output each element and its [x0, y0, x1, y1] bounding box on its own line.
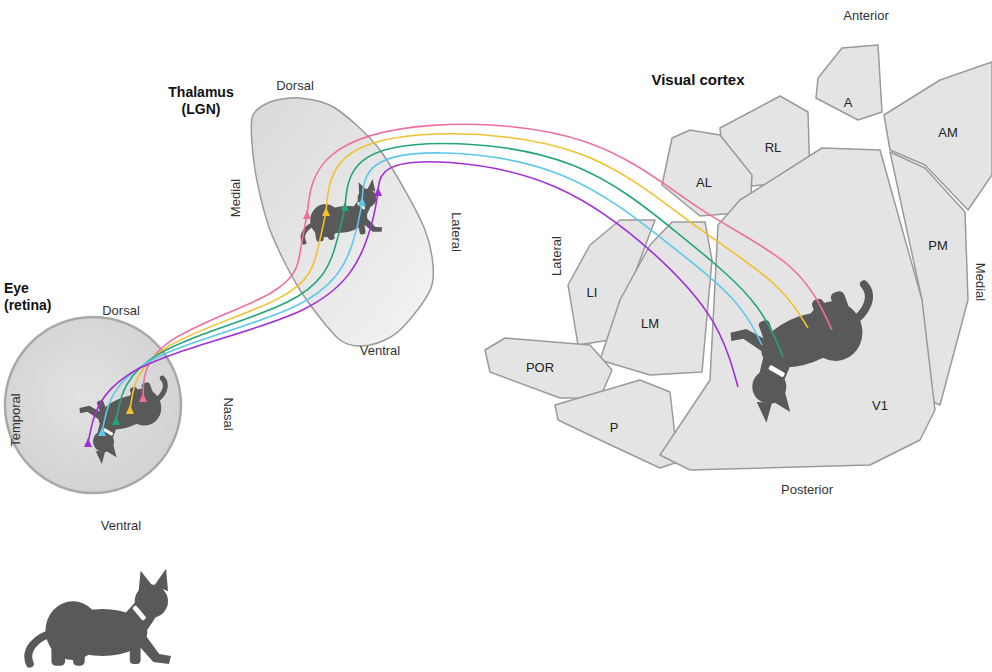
structure-heading: Eye (retina) — [4, 280, 68, 314]
cortical-area: AM — [884, 62, 992, 210]
orientation-label: Anterior — [843, 8, 889, 24]
orientation-label: Dorsal — [102, 303, 140, 319]
eye-outline — [5, 317, 181, 493]
cortical-area: LM — [600, 222, 712, 375]
area-outline — [816, 45, 882, 120]
area-outline — [251, 98, 433, 346]
shape-outline — [4, 316, 182, 494]
area-name: A — [844, 95, 853, 111]
orientation-label: Ventral — [101, 518, 141, 534]
reference-cat — [28, 569, 171, 666]
area-name: PM — [928, 238, 948, 254]
cortical-area: RL — [720, 96, 810, 186]
area-name: AL — [696, 175, 712, 191]
orientation-label: Temporal — [8, 393, 24, 446]
eye-circle: Eye (retina) — [4, 316, 182, 494]
orientation-label: Dorsal — [276, 78, 314, 94]
neuron-marker — [358, 197, 366, 206]
orientation-label: Ventral — [360, 343, 400, 359]
orientation-label: Lateral — [549, 236, 565, 276]
shape-outline — [890, 152, 968, 405]
shape-outline — [662, 130, 752, 216]
orientation-label: Lateral — [448, 212, 464, 252]
cortical-area: P — [555, 380, 678, 468]
area-name: P — [610, 420, 619, 436]
area-outline — [485, 338, 612, 398]
orientation-label: Medial — [228, 179, 244, 217]
lgn-shape: Thalamus (LGN) — [252, 98, 432, 345]
shape-outline — [660, 148, 935, 470]
area-name: POR — [526, 360, 554, 376]
area-outline — [660, 148, 935, 470]
orientation-label: Medial — [972, 263, 988, 301]
area-name: V1 — [872, 398, 888, 414]
area-name: LI — [587, 285, 598, 301]
neuron-marker — [322, 207, 330, 216]
cortical-area: A — [816, 45, 882, 120]
area-name: RL — [765, 140, 782, 156]
neuron-marker — [112, 416, 120, 425]
shape-outline — [252, 98, 432, 345]
cortical-area: V1 — [660, 148, 935, 470]
neuron-marker — [139, 393, 147, 402]
region-title: Visual cortex — [651, 71, 744, 89]
cortical-area: POR — [485, 338, 612, 398]
structure-heading: Thalamus (LGN) — [158, 84, 244, 118]
orientation-label: Nasal — [220, 397, 236, 430]
neuron-marker — [98, 427, 106, 436]
neuron-marker — [126, 405, 134, 414]
shape-outline — [884, 62, 992, 210]
shape-outline — [600, 222, 712, 375]
orientation-label: Posterior — [781, 482, 833, 498]
area-name: LM — [641, 316, 659, 332]
area-name: AM — [938, 125, 958, 141]
cortical-area: AL — [662, 130, 752, 216]
area-outline — [600, 222, 712, 375]
cortical-area: PM — [890, 152, 968, 405]
